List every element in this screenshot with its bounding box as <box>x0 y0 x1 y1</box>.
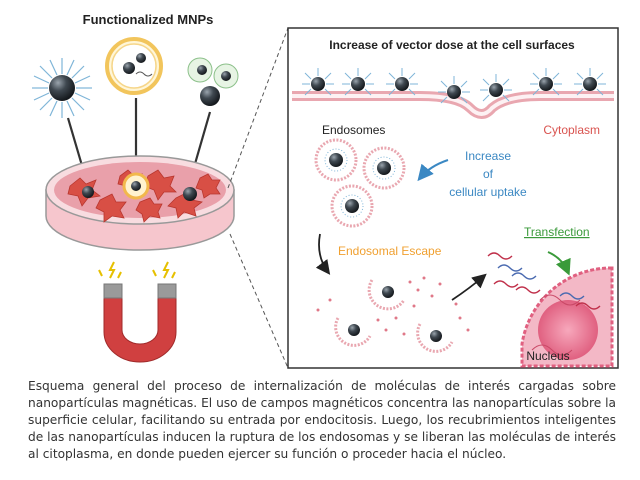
transfection-label: Transfection <box>524 225 590 239</box>
cell-membrane <box>292 91 614 119</box>
internalization-diagram: Functionalized MNPs <box>32 12 619 369</box>
nucleus-label: Nucleus <box>526 349 569 363</box>
uptake-label-3: cellular uptake <box>449 185 527 199</box>
uptake-label-2: of <box>483 167 494 181</box>
functionalized-mnps-label: Functionalized MNPs <box>83 12 214 27</box>
endosomal-escape-label: Endosomal Escape <box>338 244 442 258</box>
magnet <box>98 261 177 363</box>
cytoplasm-label: Cytoplasm <box>543 123 600 137</box>
nucleus <box>520 266 614 368</box>
uptake-label-1: Increase <box>465 149 511 163</box>
escape-arrow <box>315 233 331 275</box>
cluster-mnp <box>187 57 239 106</box>
escape-particles <box>316 276 470 336</box>
figure-caption: Esquema general del proceso de internali… <box>28 379 616 461</box>
liposome-mnp <box>105 37 163 95</box>
genetic-material <box>487 252 541 294</box>
nucleus-arrow <box>547 251 571 276</box>
dose-title: Increase of vector dose at the cell surf… <box>329 38 575 52</box>
endosomes <box>314 138 406 228</box>
uptake-arrow <box>417 159 449 182</box>
ruptured-endosomes <box>334 279 454 353</box>
surface-mnps <box>302 68 606 104</box>
endosomes-label: Endosomes <box>322 123 385 137</box>
transfection-arrow <box>451 273 487 301</box>
polymer-mnp <box>32 58 92 118</box>
petri-dish <box>45 155 235 251</box>
